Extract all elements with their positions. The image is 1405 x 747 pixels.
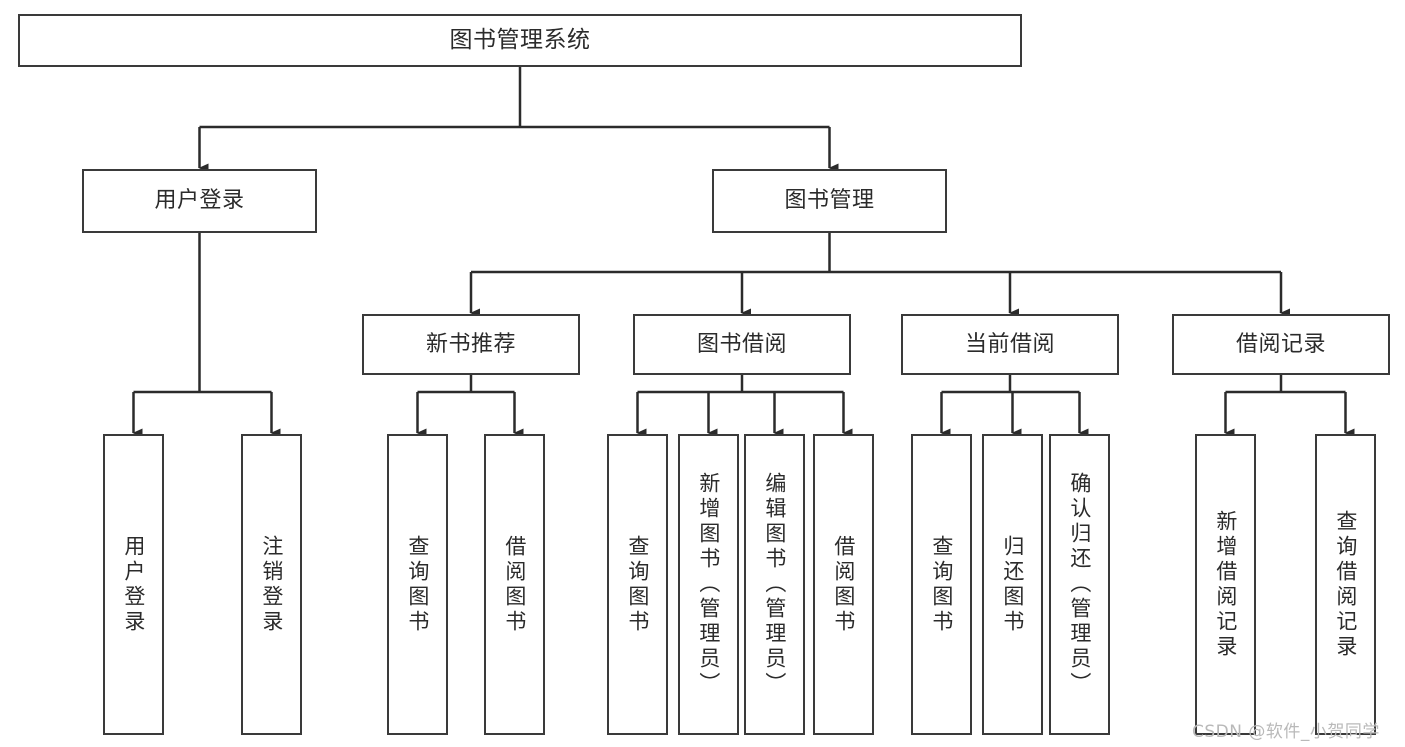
node-label: 借阅图书: [502, 534, 527, 635]
watermark: CSDN @软件_小贺同学: [1192, 722, 1380, 742]
node-l_b2[interactable]: 借阅图书: [813, 434, 874, 735]
node-label: 注销登录: [259, 534, 284, 635]
node-l_b1[interactable]: 借阅图书: [484, 434, 545, 735]
node-history[interactable]: 借阅记录: [1172, 314, 1390, 375]
node-root[interactable]: 图书管理系统: [18, 14, 1022, 67]
node-label: 图书管理系统: [449, 27, 591, 54]
node-label: 新书推荐: [425, 331, 516, 357]
node-label: 借阅图书: [831, 534, 856, 635]
node-label: 图书管理: [784, 188, 875, 214]
node-label: 新增图书（管理员）: [696, 472, 721, 697]
node-login[interactable]: 用户登录: [82, 169, 317, 233]
node-l_login[interactable]: 用户登录: [103, 434, 164, 735]
node-bookmgmt[interactable]: 图书管理: [712, 169, 947, 233]
node-label: 编辑图书（管理员）: [762, 472, 787, 697]
node-l_add[interactable]: 新增图书（管理员）: [678, 434, 739, 735]
node-l_logout[interactable]: 注销登录: [241, 434, 302, 735]
node-label: 查询图书: [929, 534, 954, 635]
node-l_ret[interactable]: 归还图书: [982, 434, 1043, 735]
node-label: 用户登录: [154, 188, 245, 214]
node-label: 确认归还（管理员）: [1067, 472, 1092, 697]
node-label: 图书借阅: [696, 331, 787, 357]
node-l_q3[interactable]: 查询图书: [911, 434, 972, 735]
node-label: 归还图书: [1000, 534, 1025, 635]
node-borrow[interactable]: 图书借阅: [633, 314, 851, 375]
node-l_conf[interactable]: 确认归还（管理员）: [1049, 434, 1110, 735]
node-label: 借阅记录: [1235, 331, 1326, 357]
node-label: 新增借阅记录: [1213, 509, 1238, 660]
node-l_q2[interactable]: 查询图书: [607, 434, 668, 735]
node-newrec[interactable]: 新书推荐: [362, 314, 580, 375]
node-label: 当前借阅: [964, 331, 1055, 357]
node-label: 用户登录: [121, 534, 146, 635]
node-label: 查询图书: [405, 534, 430, 635]
node-l_q1[interactable]: 查询图书: [387, 434, 448, 735]
node-l_addrec[interactable]: 新增借阅记录: [1195, 434, 1256, 735]
node-label: 查询借阅记录: [1333, 509, 1358, 660]
node-l_qrec[interactable]: 查询借阅记录: [1315, 434, 1376, 735]
node-current[interactable]: 当前借阅: [901, 314, 1119, 375]
node-label: 查询图书: [625, 534, 650, 635]
node-l_edit[interactable]: 编辑图书（管理员）: [744, 434, 805, 735]
